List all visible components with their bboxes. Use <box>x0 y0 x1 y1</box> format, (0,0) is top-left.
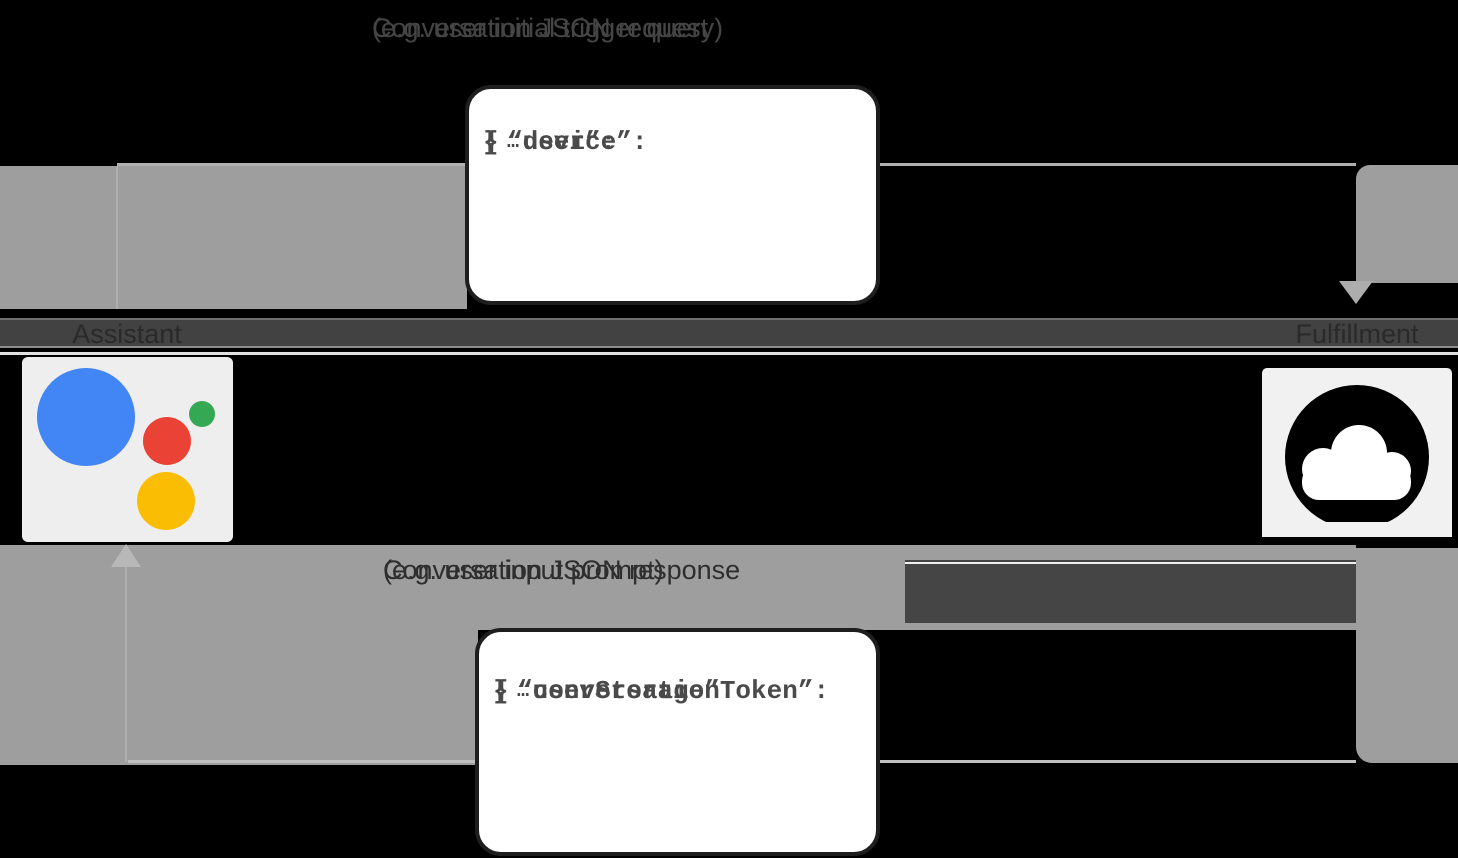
assistant-label: Assistant <box>72 319 182 349</box>
separator-band <box>0 320 1458 346</box>
code-line: “conversationToken”: <box>517 676 830 706</box>
code-line: … <box>507 131 520 154</box>
assistant-tile <box>22 357 233 542</box>
code-line: { <box>483 127 499 157</box>
arrowhead-up-icon <box>111 544 141 567</box>
response-caption-line1: Conversation JSON response <box>383 555 741 585</box>
cloud-icon <box>1262 385 1452 537</box>
request-json-box: { “user”: “device”: … } <box>465 85 880 305</box>
response-lane-band-mid <box>478 545 905 630</box>
separator-line-light <box>0 352 1458 355</box>
request-lane-right-bar <box>1356 165 1458 283</box>
request-lane-band <box>0 166 467 309</box>
code-line: } <box>493 676 509 706</box>
response-lane-dark-strip <box>905 560 1356 623</box>
arrowhead-down-icon <box>1339 281 1373 304</box>
fulfillment-tile <box>1262 368 1452 537</box>
separator-line-mid <box>0 346 1458 348</box>
assistant-red-circle <box>143 417 191 465</box>
fulfillment-label: Fulfillment <box>1295 319 1419 349</box>
google-assistant-icon <box>22 357 233 542</box>
response-lane-right-bar <box>1356 548 1458 763</box>
assistant-green-circle <box>189 401 215 427</box>
response-arrow-line <box>905 562 1356 564</box>
assistant-yellow-circle <box>137 472 195 530</box>
request-arrow-shaft <box>116 166 118 309</box>
separator-line-top <box>0 318 1458 320</box>
request-caption-line1: Conversation JSON request <box>372 13 709 43</box>
code-line: { <box>493 676 509 706</box>
code-line: “userStorage”: <box>517 676 736 706</box>
code-line: … <box>517 680 530 703</box>
code-line: “device”: <box>507 127 648 157</box>
response-lane-band-left <box>0 545 478 765</box>
assistant-blue-circle <box>37 368 135 466</box>
request-caption-line2: (e.g. user initial trigger query) <box>372 13 724 43</box>
code-line: “user”: <box>507 127 617 157</box>
response-arrow-shaft <box>125 566 127 762</box>
response-caption-line2: (e.g. user input prompt) <box>383 555 664 585</box>
response-json-box: { “conversationToken”: “userStorage”: … … <box>475 628 880 856</box>
code-line: } <box>483 127 499 157</box>
